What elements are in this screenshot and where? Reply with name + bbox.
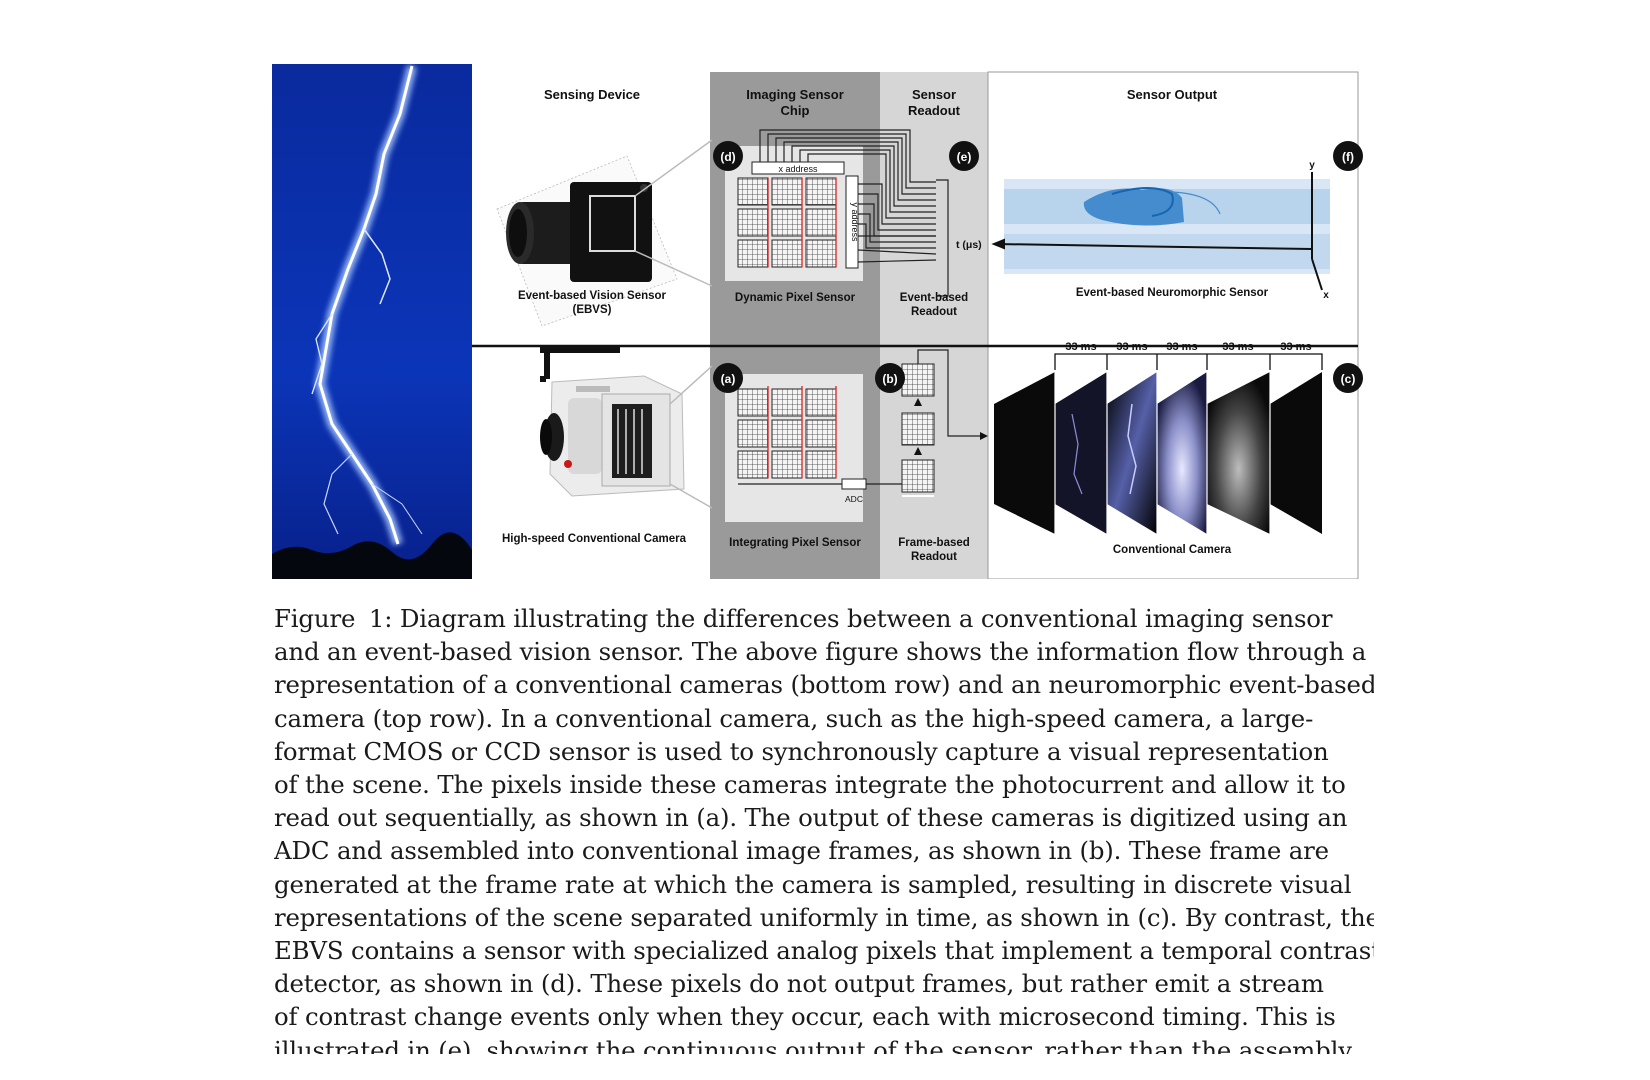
adc-label: ADC (845, 494, 863, 504)
ebvs-label-1: Event-based Vision Sensor (518, 290, 667, 302)
dynamic-pixel-sensor-label: Dynamic Pixel Sensor (735, 292, 856, 304)
frame-readout-label-1: Frame-based (898, 537, 970, 549)
panel-a-marker: (a) (721, 372, 736, 386)
caption-line-3: representation of a conventional cameras… (274, 670, 1374, 700)
header-sensor-readout-1: Sensor (912, 87, 956, 102)
caption-line-9: generated at the frame rate at which the… (274, 869, 1352, 899)
frame-interval-brackets (1054, 353, 1323, 370)
header-imaging-chip-1: Imaging Sensor (746, 87, 844, 102)
caption-line-10: representations of the scene separated u… (274, 902, 1374, 932)
event-axes (991, 172, 1323, 291)
time-axis-label: t (μs) (956, 239, 982, 251)
panel-d-marker: (d) (720, 150, 735, 164)
interval-3: 33 ms (1166, 341, 1197, 353)
interval-1: 33 ms (1065, 341, 1096, 353)
caption-line-14: illustrated in (e), showing the continuo… (274, 1035, 1352, 1054)
caption-line-2: and an event-based vision sensor. The ab… (274, 637, 1367, 667)
event-readout-label-1: Event-based (900, 292, 968, 304)
high-speed-camera-icon (540, 345, 685, 497)
y-address-label: y address (850, 202, 860, 242)
header-sensing-device: Sensing Device (544, 87, 640, 102)
caption-line-5: format CMOS or CCD sensor is used to syn… (274, 736, 1329, 766)
caption-line-7: read out sequentially, as shown in (a). … (274, 803, 1348, 833)
header-sensor-output: Sensor Output (1127, 87, 1218, 102)
figure-label: Figure 1: (274, 604, 393, 633)
x-axis-label: x (1323, 290, 1329, 301)
lightning-photo (272, 64, 472, 579)
integrating-pixel-chip: ADC (725, 374, 867, 522)
event-point-cloud (1004, 179, 1330, 274)
conventional-camera-device-label: High-speed Conventional Camera (502, 533, 687, 545)
interval-4: 33 ms (1222, 341, 1253, 353)
conventional-camera-output-label: Conventional Camera (1113, 544, 1232, 556)
panel-e-marker: (e) (957, 150, 972, 164)
x-address-label: x address (778, 164, 818, 174)
dynamic-pixel-chip: x address y address (725, 146, 863, 281)
interval-5: 33 ms (1280, 341, 1311, 353)
interval-2: 33 ms (1116, 341, 1147, 353)
ebvs-label-2: (EBVS) (573, 304, 612, 316)
frame-readout-label-2: Readout (911, 551, 957, 563)
panel-f-marker: (f) (1342, 150, 1354, 164)
caption-line-8: ADC and assembled into conventional imag… (274, 836, 1329, 866)
address-bus-lines (759, 129, 949, 297)
event-readout-label-2: Readout (911, 306, 957, 318)
caption-line-6: of the scene. The pixels inside these ca… (274, 770, 1346, 800)
figure-diagram: Sensing Device Imaging Sensor Chip Senso… (272, 64, 1363, 579)
caption-line-1: Figure 1: Diagram illustrating the diffe… (274, 604, 1333, 633)
caption-line-11: EBVS contains a sensor with specialized … (274, 936, 1374, 966)
panel-c-marker: (c) (1341, 372, 1356, 386)
neuromorphic-sensor-label: Event-based Neuromorphic Sensor (1076, 287, 1269, 299)
caption-line-13: of contrast change events only when they… (274, 1002, 1336, 1032)
frame-readout-stack (866, 349, 988, 497)
caption-line-4: camera (top row). In a conventional came… (274, 703, 1314, 733)
header-imaging-chip-2: Chip (781, 103, 810, 118)
conventional-frames (994, 372, 1322, 534)
y-axis-label: y (1309, 160, 1315, 171)
figure-caption: Figure 1: Diagram illustrating the diffe… (274, 602, 1374, 1057)
caption-line-12: detector, as shown in (d). These pixels … (274, 969, 1324, 999)
header-sensor-readout-2: Readout (908, 103, 961, 118)
panel-b-marker: (b) (882, 372, 897, 386)
integrating-pixel-sensor-label: Integrating Pixel Sensor (729, 537, 861, 549)
panel-markers: (d) (e) (f) (a) (b) (c) (713, 141, 1363, 393)
